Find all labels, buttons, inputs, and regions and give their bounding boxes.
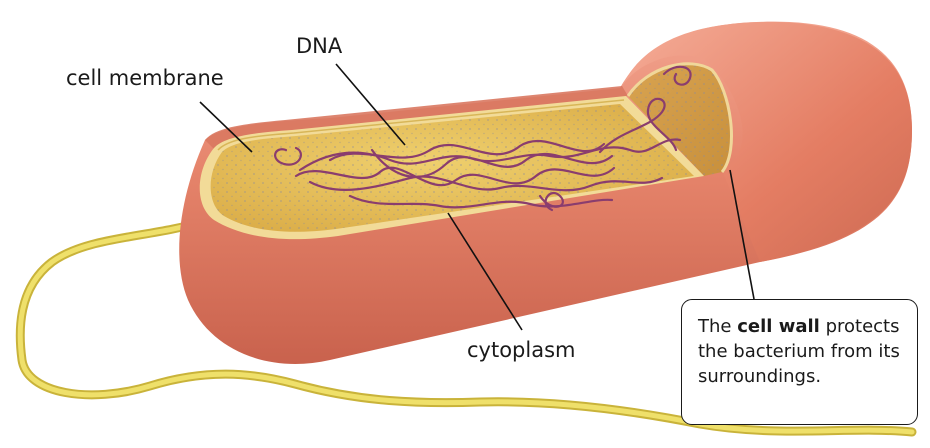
callout-line-1: The cell wall protects bbox=[698, 314, 905, 339]
cell-wall-callout: The cell wall protects the bacterium fro… bbox=[681, 299, 918, 425]
label-cell-membrane: cell membrane bbox=[66, 68, 224, 89]
callout-suffix: protects bbox=[826, 316, 900, 337]
callout-term: cell wall bbox=[737, 316, 820, 337]
callout-prefix: The bbox=[698, 316, 731, 337]
callout-line-3: surroundings. bbox=[698, 364, 905, 389]
label-dna: DNA bbox=[296, 36, 342, 57]
callout-line-2: the bacterium from its bbox=[698, 339, 905, 364]
label-cytoplasm: cytoplasm bbox=[467, 340, 576, 361]
